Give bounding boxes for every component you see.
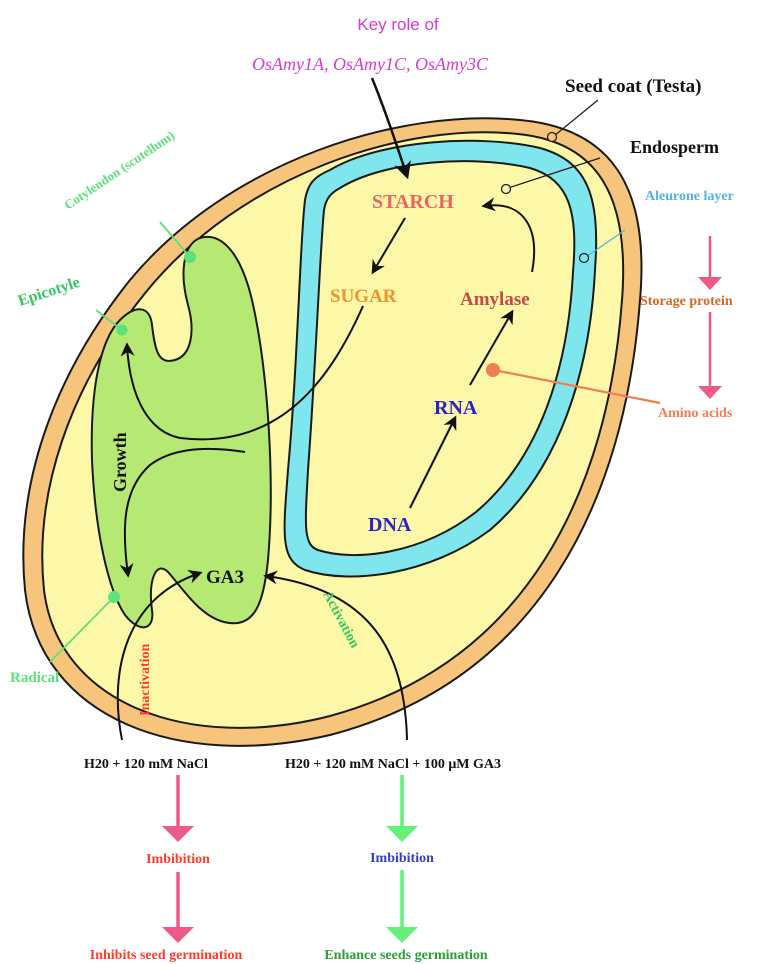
left-result-arrow	[162, 872, 194, 943]
amino-acids-marker	[486, 363, 500, 377]
cotyledon-marker	[184, 251, 196, 263]
inactivation-label: Inactivation	[138, 643, 153, 716]
amylase-label: Amylase	[460, 289, 530, 310]
epicotyle-marker	[117, 325, 128, 336]
starch-label: STARCH	[372, 191, 454, 213]
cotyledon-label: Cotylendon (scutellum)	[61, 128, 177, 213]
aleurone-layer-label: Aleurone layer	[645, 189, 734, 204]
aleurone-to-storage-arrow	[698, 236, 722, 290]
endosperm-label: Endosperm	[630, 137, 719, 157]
left-condition-label: H20 + 120 mM NaCl	[84, 757, 208, 772]
endosperm-marker	[502, 185, 511, 194]
radical-marker	[108, 591, 120, 603]
right-result-label: Enhance seeds germination	[324, 948, 488, 963]
radical-label: Radical	[10, 670, 59, 686]
seed-coat-marker	[548, 133, 557, 142]
left-imbibition-label: Imbibition	[146, 852, 210, 867]
storage-to-amino-arrow	[698, 312, 722, 399]
ga3-label: GA3	[206, 567, 244, 588]
amino-acids-label: Amino acids	[658, 406, 733, 421]
aleurone-marker	[580, 254, 589, 263]
right-imbibition-arrow	[386, 775, 418, 842]
right-imbibition-label: Imbibition	[370, 851, 434, 866]
rna-label: RNA	[434, 397, 478, 419]
seed-coat-pointer	[554, 100, 598, 136]
storage-protein-label: Storage protein	[640, 294, 733, 309]
growth-label: Growth	[110, 432, 130, 492]
seed-coat-label: Seed coat (Testa)	[565, 76, 702, 97]
genes-label: OsAmy1A, OsAmy1C, OsAmy3C	[252, 54, 489, 74]
right-condition-label: H20 + 120 mM NaCl + 100 μM GA3	[285, 757, 501, 772]
key-role-label: Key role of	[357, 15, 439, 34]
left-result-label: Inhibits seed germination	[90, 948, 243, 963]
dna-label: DNA	[368, 514, 412, 536]
epicotyle-label: Epicotyle	[16, 274, 82, 310]
left-imbibition-arrow	[162, 775, 194, 842]
sugar-label: SUGAR	[330, 286, 397, 307]
right-result-arrow	[386, 870, 418, 943]
